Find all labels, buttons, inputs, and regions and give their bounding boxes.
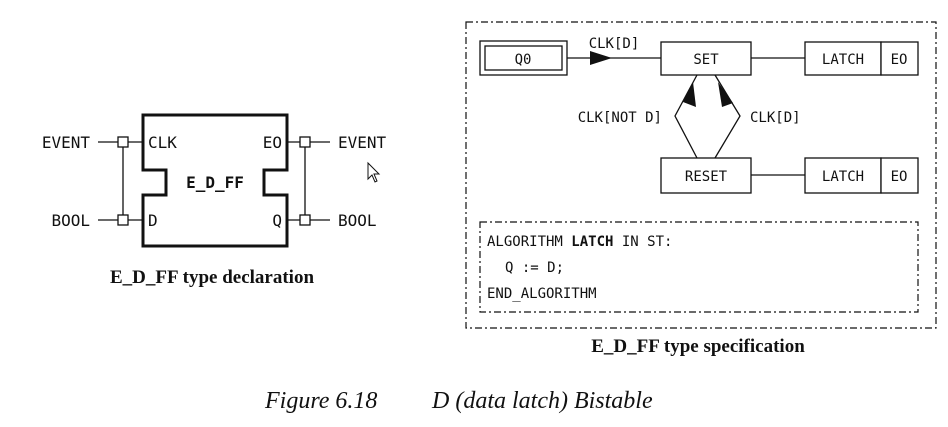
reset-action-algorithm: LATCH bbox=[822, 169, 864, 185]
d-input-type: BOOL bbox=[51, 211, 90, 230]
state-set-label: SET bbox=[693, 52, 719, 68]
set-to-reset-arrowhead bbox=[683, 82, 696, 107]
q-with-square bbox=[299, 214, 311, 226]
declaration-diagram: EVENT BOOL EVENT BOOL CLK D EO Q E_D_FF … bbox=[42, 113, 387, 288]
q0-to-set-arrowhead bbox=[590, 51, 612, 65]
mouse-cursor-icon bbox=[367, 161, 381, 183]
state-set bbox=[660, 41, 752, 76]
set-action-algorithm-box bbox=[804, 41, 882, 76]
reset-to-set-arrowhead bbox=[718, 82, 733, 107]
eo-with-square bbox=[299, 136, 311, 148]
reset-action-event-box bbox=[880, 157, 919, 194]
set-to-reset-condition: CLK[NOT D] bbox=[578, 110, 662, 126]
algorithm-language: IN ST: bbox=[613, 234, 672, 250]
clk-port-name: CLK bbox=[148, 133, 177, 152]
state-reset-label: RESET bbox=[685, 169, 728, 185]
algorithm-end: END_ALGORITHM bbox=[487, 286, 597, 302]
set-action-event-box bbox=[880, 41, 919, 76]
set-action-event: EO bbox=[891, 52, 908, 68]
reset-to-set-path bbox=[714, 74, 741, 159]
initial-state-label: Q0 bbox=[515, 52, 532, 68]
clk-input-type: EVENT bbox=[42, 133, 91, 152]
figure-caption: Figure 6.18 D (data latch) Bistable bbox=[264, 388, 653, 414]
figure-title: D (data latch) Bistable bbox=[431, 388, 653, 414]
specification-caption: E_D_FF type specification bbox=[591, 336, 805, 357]
reset-to-set-condition: CLK[D] bbox=[750, 110, 801, 126]
set-action-algorithm: LATCH bbox=[822, 52, 864, 68]
function-block-outline bbox=[141, 113, 289, 248]
declaration-caption: E_D_FF type declaration bbox=[110, 267, 314, 288]
set-to-reset-path bbox=[674, 74, 698, 159]
clk-with-square bbox=[117, 136, 129, 148]
initial-state-q0-inner bbox=[484, 45, 563, 71]
q-output-type: BOOL bbox=[338, 211, 377, 230]
algorithm-keyword: ALGORITHM bbox=[487, 234, 571, 250]
reset-action-event: EO bbox=[891, 169, 908, 185]
q0-to-set-condition: CLK[D] bbox=[589, 36, 640, 52]
algorithm-name: LATCH bbox=[571, 234, 613, 250]
specification-diagram: Q0 CLK[D] SET LATCH EO CLK[NOT D] CLK[D]… bbox=[465, 21, 937, 357]
algorithm-frame bbox=[479, 221, 919, 313]
state-reset bbox=[660, 157, 752, 194]
ecc-frame bbox=[465, 21, 937, 329]
figure-number: Figure 6.18 bbox=[264, 388, 377, 414]
block-type-name: E_D_FF bbox=[186, 173, 244, 192]
eo-port-name: EO bbox=[263, 133, 282, 152]
algorithm-header: ALGORITHM LATCH IN ST: bbox=[487, 234, 672, 250]
d-with-square bbox=[117, 214, 129, 226]
d-port-name: D bbox=[148, 211, 158, 230]
reset-action-algorithm-box bbox=[804, 157, 882, 194]
q-port-name: Q bbox=[272, 211, 282, 230]
eo-output-type: EVENT bbox=[338, 133, 387, 152]
algorithm-body: Q := D; bbox=[505, 260, 564, 276]
